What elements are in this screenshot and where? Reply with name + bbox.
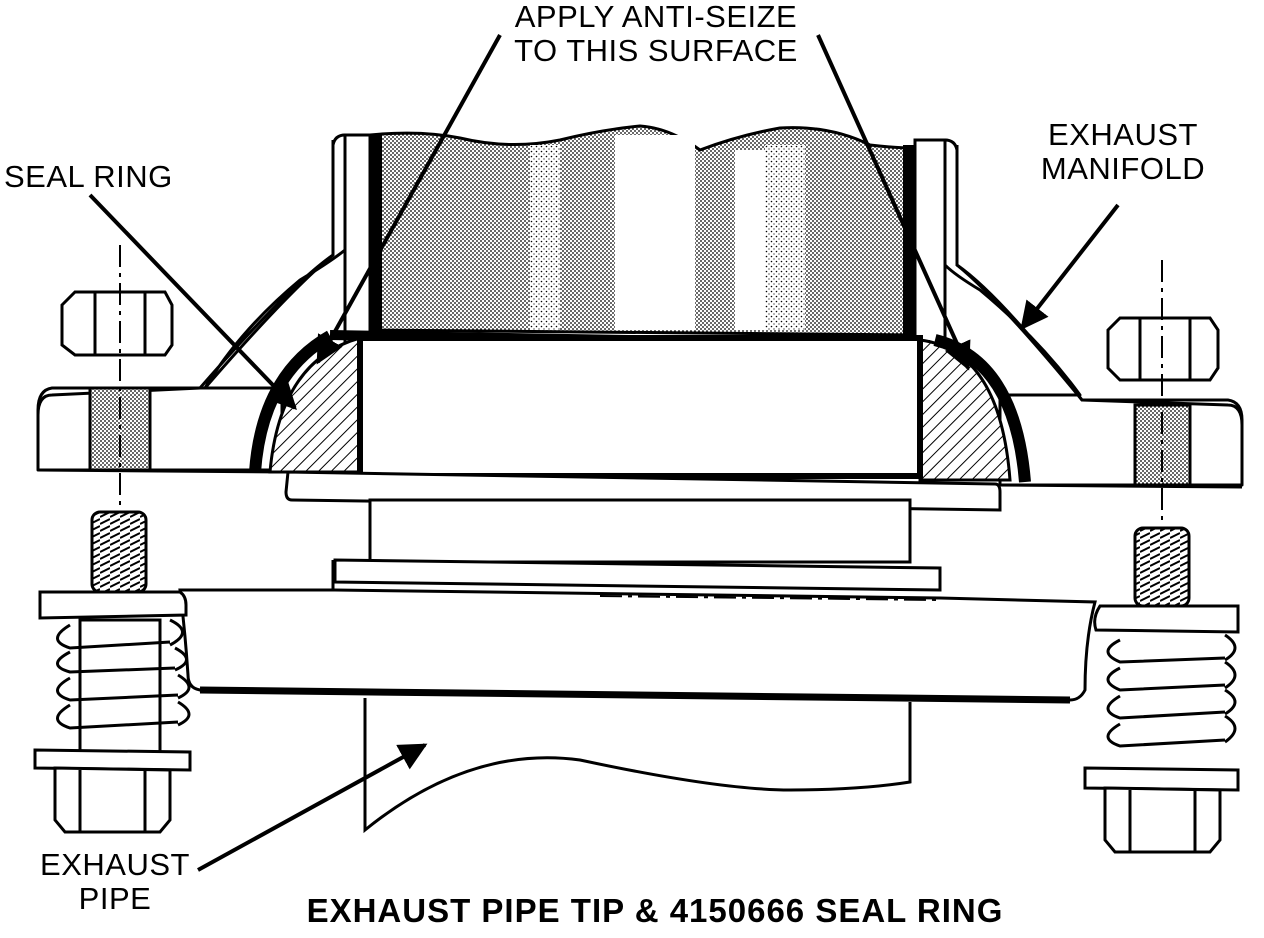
manifold-right-wall [913, 138, 947, 352]
right-fastener [1083, 316, 1240, 854]
left-fastener [33, 290, 192, 834]
manifold-walls [36, 140, 1244, 489]
manifold-port [368, 124, 917, 337]
exhaust-manifold-label-line2: MANIFOLD [1040, 151, 1206, 186]
pipe-tip-bore [357, 335, 923, 479]
exhaust-manifold-label: EXHAUST MANIFOLD [1028, 118, 1218, 186]
seal-ring-label: SEAL RING [4, 159, 173, 194]
pipe-flange [178, 588, 1097, 702]
manifold-left-wall [343, 133, 372, 347]
anti-seize-label-line1: APPLY ANTI-SEIZE [514, 0, 798, 34]
figure-caption: EXHAUST PIPE TIP & 4150666 SEAL RING [306, 892, 1004, 929]
leader-lines [88, 34, 1120, 872]
exhaust-pipe-label-line1: EXHAUST [40, 847, 190, 882]
seal-ring [268, 336, 1012, 482]
exhaust-pipe-label: EXHAUST PIPE [30, 848, 200, 916]
anti-seize-label-line2: TO THIS SURFACE [514, 33, 798, 68]
exhaust-pipe-body [363, 698, 912, 834]
exhaust-pipe-label-line2: PIPE [78, 881, 152, 916]
anti-seize-label: APPLY ANTI-SEIZE TO THIS SURFACE [496, 0, 816, 68]
bolt-centerlines [119, 245, 1163, 601]
exhaust-manifold-label-line1: EXHAUST [1048, 117, 1198, 152]
pipe-neck [331, 498, 942, 592]
